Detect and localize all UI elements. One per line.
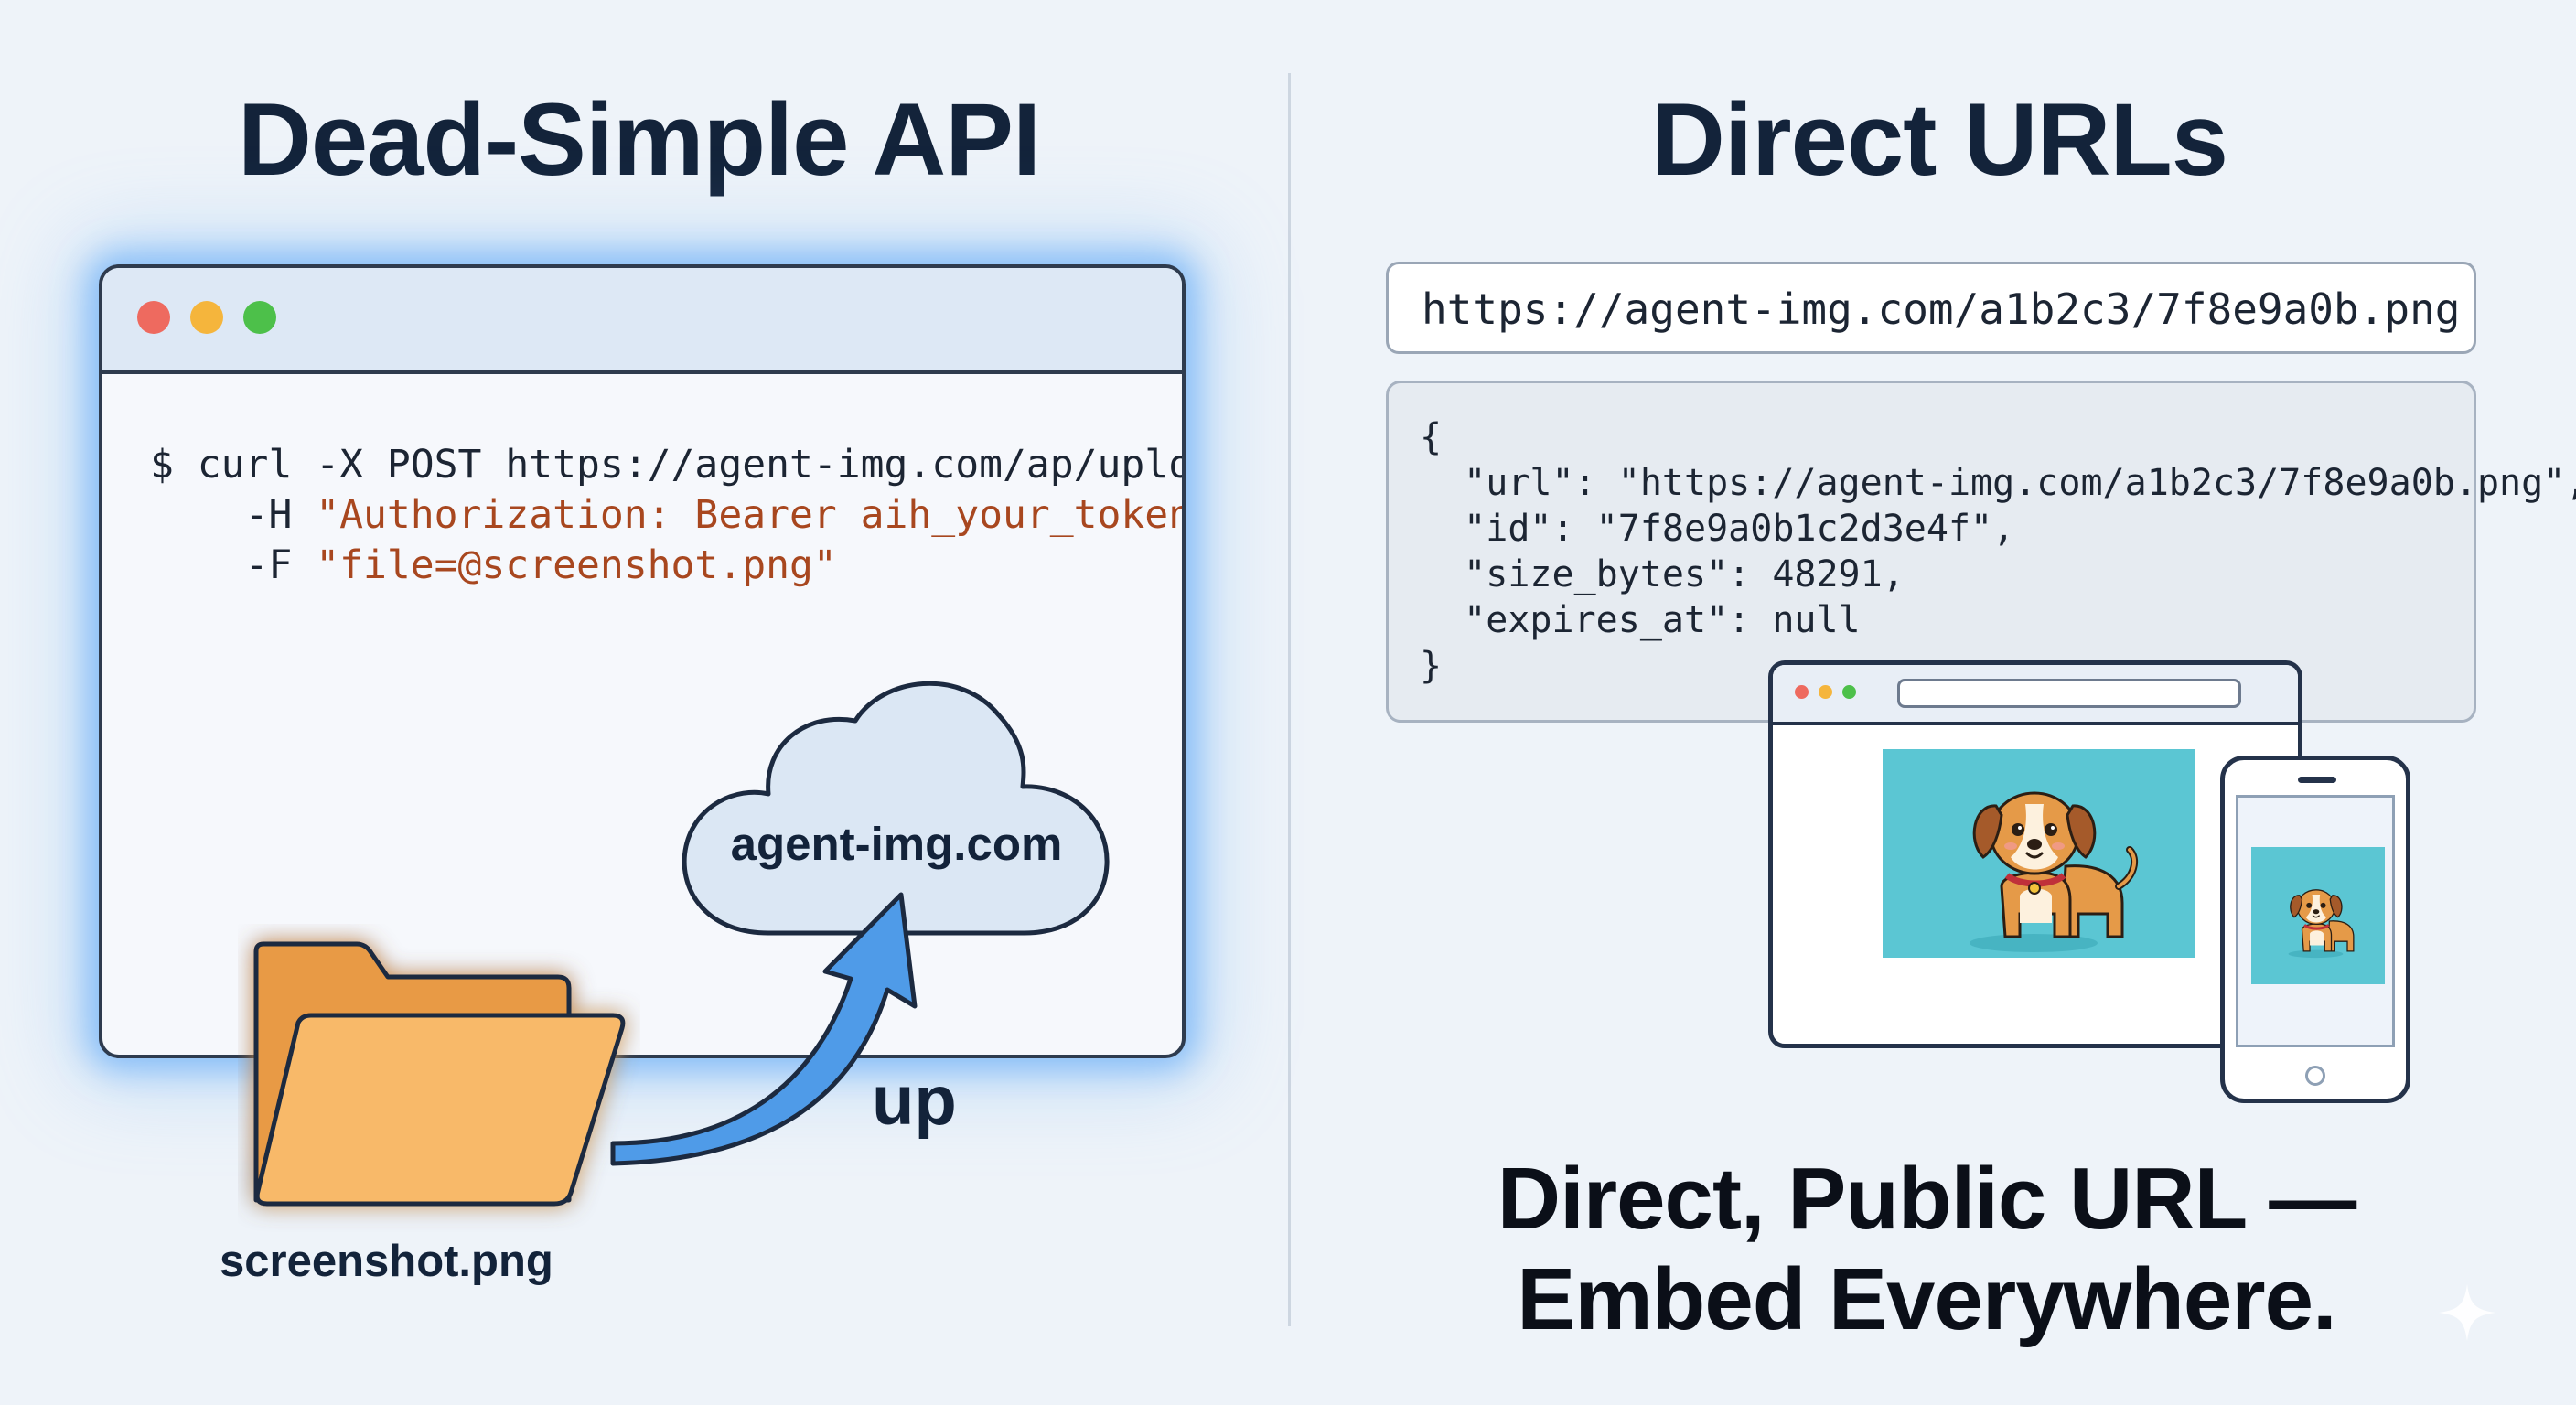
browser-window-icon — [1768, 660, 2302, 1048]
json-line: "url": "https://agent-img.com/a1b2c3/7f8… — [1420, 462, 2576, 504]
cloud-label: agent-img.com — [730, 818, 1063, 870]
code-line-3: -F "file=@screenshot.png" — [150, 542, 837, 588]
upload-arrow-icon — [610, 892, 918, 1166]
smartphone-icon — [2220, 756, 2410, 1103]
url-box[interactable]: https://agent-img.com/a1b2c3/7f8e9a0b.pn… — [1386, 262, 2476, 354]
code-line-2: -H "Authorization: Bearer aih_your_token… — [150, 492, 1186, 538]
json-line: "size_bytes": 48291, — [1420, 553, 1905, 595]
maximize-dot-icon — [243, 301, 276, 334]
close-dot-icon — [1795, 685, 1809, 699]
code-line-1: $ curl -X POST https://agent-img.com/ap/… — [150, 442, 1186, 488]
sparkle-icon — [2439, 1284, 2496, 1341]
minimize-dot-icon — [190, 301, 223, 334]
maximize-dot-icon — [1842, 685, 1856, 699]
minimize-dot-icon — [1819, 685, 1832, 699]
json-line: "id": "7f8e9a0b1c2d3e4f", — [1420, 508, 2015, 550]
json-line: } — [1420, 645, 1443, 687]
code-auth-string: "Authorization: Bearer aih_your_token" — [316, 492, 1186, 538]
phone-speaker — [2298, 777, 2336, 783]
phone-home-button — [2305, 1066, 2325, 1086]
json-line: "expires_at": null — [1420, 599, 1861, 641]
code-file-string: "file=@screenshot.png" — [316, 542, 837, 588]
dog-icon — [1970, 791, 2139, 952]
phone-screen — [2236, 795, 2395, 1047]
close-dot-icon — [137, 301, 170, 334]
code-flag-f: -F — [150, 542, 317, 588]
url-text: https://agent-img.com/a1b2c3/7f8e9a0b.pn… — [1422, 284, 2461, 334]
left-title: Dead-Simple API — [238, 82, 1041, 197]
right-title: Direct URLs — [1651, 82, 2228, 197]
browser-address-bar — [1897, 679, 2241, 708]
browser-title-bar — [1773, 665, 2298, 725]
file-label: screenshot.png — [220, 1237, 553, 1286]
dog-image — [2251, 847, 2385, 984]
window-title-bar — [102, 268, 1182, 374]
caption-line-1: Direct, Public URL — — [1497, 1150, 2356, 1248]
code-flag-h: -H — [150, 492, 317, 538]
upload-arrow-label: up — [872, 1062, 957, 1140]
dog-icon — [2288, 889, 2355, 959]
cloud-icon — [682, 681, 1110, 936]
center-divider — [1288, 73, 1291, 1326]
json-line: { — [1420, 416, 1443, 458]
folder-icon — [253, 941, 626, 1207]
dog-image — [1883, 749, 2195, 958]
terminal-window: $ curl -X POST https://agent-img.com/ap/… — [99, 264, 1186, 1058]
caption-line-2: Embed Everywhere. — [1517, 1250, 2336, 1348]
